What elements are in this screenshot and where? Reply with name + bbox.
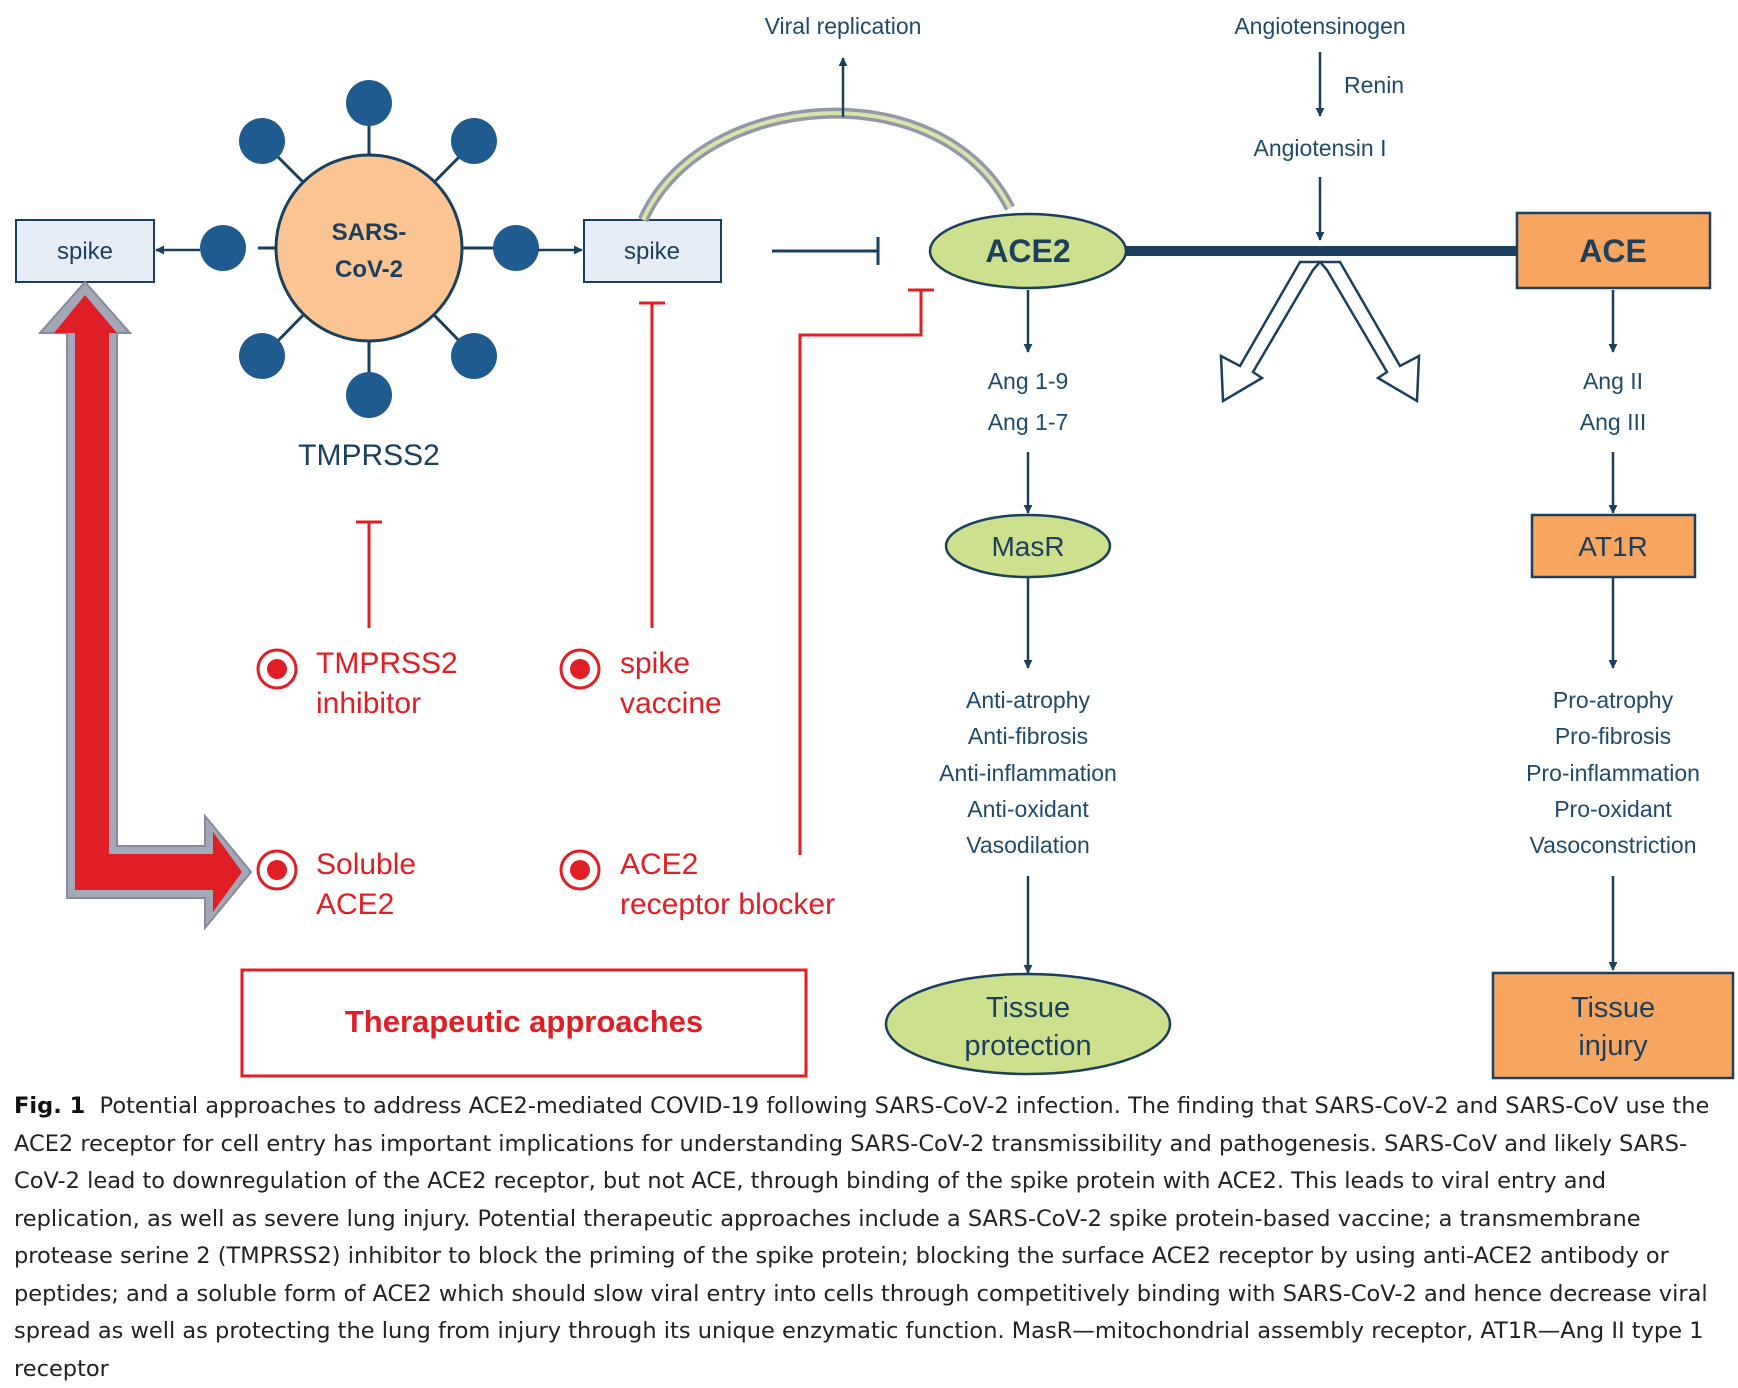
ang19-label: Ang 1-9 [988, 368, 1069, 394]
ace2-effect: Vasodilation [966, 832, 1090, 858]
ace-effect: Pro-inflammation [1526, 760, 1700, 786]
therapy-spike-vaccine: spike vaccine [559, 647, 722, 720]
ace-effect: Pro-fibrosis [1555, 723, 1671, 749]
figure-caption: Fig. 1 Potential approaches to address A… [14, 1088, 1726, 1388]
spike-right-label: spike [624, 238, 680, 265]
ang17-label: Ang 1-7 [988, 409, 1069, 435]
angiotensin-split-arrows [1219, 260, 1421, 404]
spike-dot [239, 333, 285, 379]
ang2-label: Ang II [1583, 368, 1643, 394]
blocker-inhibition [798, 288, 934, 855]
ace2-pathway-diagram: SARS- CoV-2 TMPRSS2 spike spike Viral re… [15, 13, 1735, 1080]
spike-dot [451, 333, 497, 379]
therapy-blocker-line1: ACE2 [620, 848, 698, 881]
virus-label-line2: CoV-2 [335, 256, 403, 283]
spike-box-left: spike [15, 219, 155, 283]
virus-label-line1: SARS- [332, 219, 407, 246]
masr-label: MasR [991, 531, 1064, 562]
tissue-injury-line2: injury [1578, 1030, 1648, 1062]
masr-node: MasR [944, 513, 1112, 579]
therapy-soluble-line1: Soluble [316, 848, 416, 881]
ace2-effect: Anti-atrophy [966, 687, 1091, 713]
target-icon [559, 648, 601, 690]
tmprss2-inhibition [356, 520, 382, 628]
therapy-tmprss2-line2: inhibitor [316, 687, 421, 720]
spike-protein-dots [200, 80, 539, 418]
ace-node: ACE [1515, 211, 1712, 290]
tissue-injury-line1: Tissue [1571, 992, 1655, 1024]
spike-dot [239, 118, 285, 164]
angiotensinogen-label: Angiotensinogen [1234, 13, 1405, 39]
therapy-blocker-line2: receptor blocker [620, 888, 835, 921]
therapy-vaccine-line1: spike [620, 647, 690, 680]
target-icon [256, 648, 298, 690]
tissue-protection-node: Tissue protection [884, 972, 1172, 1076]
big-red-arrow [37, 280, 253, 931]
at1r-node: AT1R [1530, 513, 1697, 579]
spike-dot [346, 80, 392, 126]
therapeutic-approaches-label: Therapeutic approaches [345, 1004, 703, 1039]
therapy-soluble-ace2: Soluble ACE2 [256, 848, 416, 921]
viral-replication-label: Viral replication [765, 13, 922, 39]
vaccine-inhibition [639, 301, 665, 628]
tmprss2-label: TMPRSS2 [298, 439, 440, 472]
renin-label: Renin [1344, 72, 1404, 98]
ace2-effects-list: Anti-atrophy Anti-fibrosis Anti-inflamma… [939, 687, 1117, 858]
tissue-protection-line1: Tissue [986, 992, 1070, 1024]
ace-label: ACE [1579, 233, 1647, 269]
ace2-node: ACE2 [928, 212, 1128, 290]
spike-dot [451, 118, 497, 164]
ace2-label: ACE2 [985, 233, 1070, 269]
virus-body [274, 153, 464, 343]
therapy-vaccine-line2: vaccine [620, 687, 722, 720]
ace2-effect: Anti-inflammation [939, 760, 1117, 786]
target-icon [559, 849, 601, 891]
spike-left-label: spike [57, 238, 113, 265]
target-icon [256, 849, 298, 891]
ace-effect: Pro-atrophy [1553, 687, 1674, 713]
ace2-effect: Anti-oxidant [967, 796, 1089, 822]
therapy-ace2-receptor-blocker: ACE2 receptor blocker [559, 848, 835, 921]
angiotensin-i-label: Angiotensin I [1254, 135, 1387, 161]
ang3-label: Ang III [1580, 409, 1646, 435]
caption-text: Potential approaches to address ACE2-med… [14, 1093, 1710, 1382]
ace2-effect: Anti-fibrosis [968, 723, 1088, 749]
therapeutic-approaches-box: Therapeutic approaches [240, 968, 808, 1078]
spike-inhibits-ace2 [772, 237, 880, 265]
ace-effects-list: Pro-atrophy Pro-fibrosis Pro-inflammatio… [1526, 687, 1700, 858]
therapy-soluble-line2: ACE2 [316, 888, 394, 921]
spike-ace2-binding-arc [637, 107, 1015, 223]
therapy-tmprss2-line1: TMPRSS2 [316, 647, 458, 680]
spike-dot [346, 372, 392, 418]
therapy-tmprss2-inhibitor: TMPRSS2 inhibitor [256, 647, 458, 720]
at1r-label: AT1R [1578, 531, 1648, 562]
figure-label: Fig. 1 [14, 1093, 86, 1119]
spike-dot [493, 225, 539, 271]
tissue-protection-line2: protection [964, 1030, 1091, 1062]
ace-effect: Vasoconstriction [1529, 832, 1696, 858]
tissue-injury-node: Tissue injury [1491, 971, 1735, 1080]
sars-cov-2-virus: SARS- CoV-2 [200, 80, 539, 418]
ace-effect: Pro-oxidant [1554, 796, 1672, 822]
spike-dot [200, 225, 246, 271]
spike-box-right: spike [583, 219, 722, 283]
